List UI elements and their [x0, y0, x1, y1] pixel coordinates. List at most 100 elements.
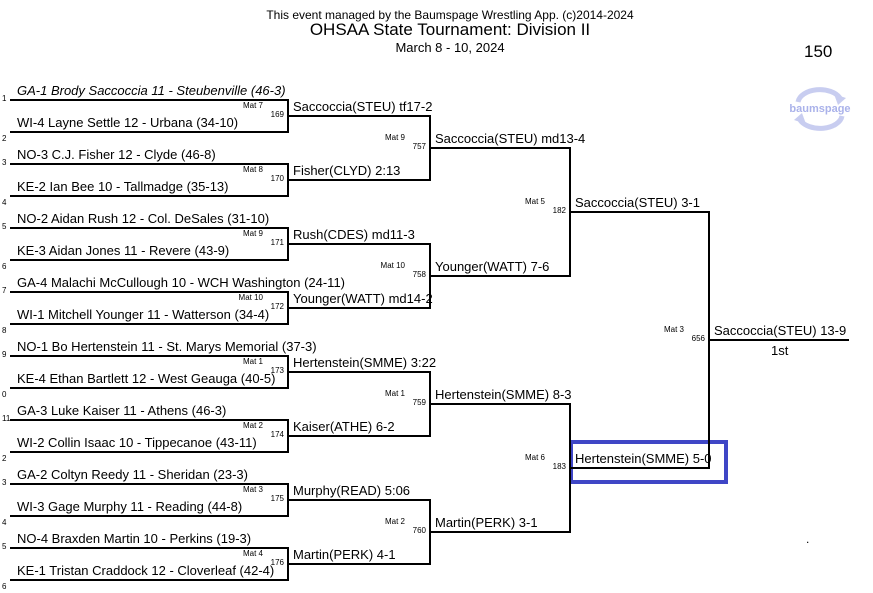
bout-number: 169	[270, 110, 284, 119]
mat-label: Mat 9	[384, 133, 405, 142]
seed-number: 3	[2, 478, 7, 487]
mat-label: Mat 1	[242, 357, 263, 366]
mat-label: Mat 9	[242, 229, 263, 238]
bracket-line	[430, 147, 571, 149]
bout-number: 170	[270, 174, 284, 183]
tournament-dates: March 8 - 10, 2024	[395, 40, 505, 55]
wrestler-entry[interactable]: GA-4 Malachi McCullough 10 - WCH Washing…	[17, 275, 346, 290]
seed-number: 8	[2, 326, 7, 335]
bracket-line	[288, 243, 431, 245]
bracket-line	[288, 179, 431, 181]
bout-number: 183	[552, 462, 566, 471]
match-result[interactable]: Murphy(READ) 5:06	[293, 483, 411, 498]
wrestler-entry[interactable]: NO-2 Aidan Rush 12 - Col. DeSales (31-10…	[17, 211, 270, 226]
wrestler-entry[interactable]: WI-1 Mitchell Younger 11 - Watterson (34…	[17, 307, 270, 322]
seed-number: 2	[2, 134, 7, 143]
bracket-line	[10, 259, 289, 261]
seed-number: 3	[2, 158, 7, 167]
seed-number: 4	[2, 198, 7, 207]
logo-text: baumspage	[789, 103, 850, 115]
match-result[interactable]: Saccoccia(STEU) 3-1	[575, 195, 700, 210]
seed-number: 6	[2, 262, 7, 271]
mat-label: Mat 5	[524, 197, 545, 206]
mat-label: Mat 6	[524, 453, 545, 462]
wrestler-entry[interactable]: GA-3 Luke Kaiser 11 - Athens (46-3)	[17, 403, 227, 418]
match-result[interactable]: Fisher(CLYD) 2:13	[293, 163, 401, 178]
seed-number: 9	[2, 350, 7, 359]
wrestler-entry[interactable]: NO-3 C.J. Fisher 12 - Clyde (46-8)	[17, 147, 216, 162]
match-result[interactable]: Kaiser(ATHE) 6-2	[293, 419, 395, 434]
match-result[interactable]: Martin(PERK) 3-1	[435, 515, 538, 530]
wrestler-entry[interactable]: KE-3 Aidan Jones 11 - Revere (43-9)	[17, 243, 230, 258]
bout-number: 174	[270, 430, 284, 439]
bracket-line	[10, 451, 289, 453]
wrestler-entry[interactable]: KE-1 Tristan Craddock 12 - Cloverleaf (4…	[17, 563, 275, 578]
mat-label: Mat 4	[242, 549, 263, 558]
wrestler-entry[interactable]: GA-1 Brody Saccoccia 11 - Steubenville (…	[17, 83, 286, 98]
bracket-line	[10, 291, 289, 293]
wrestler-entry[interactable]: WI-3 Gage Murphy 11 - Reading (44-8)	[17, 499, 243, 514]
baumspage-logo-icon: baumspage	[789, 87, 851, 131]
mat-label: Mat 1	[384, 389, 405, 398]
bracket-line	[10, 483, 289, 485]
bout-number: 182	[552, 206, 566, 215]
match-result[interactable]: Hertenstein(SMME) 5-0	[575, 451, 712, 466]
seed-number: 5	[2, 542, 7, 551]
wrestler-entry[interactable]: WI-2 Collin Isaac 10 - Tippecanoe (43-11…	[17, 435, 257, 450]
bout-number: 171	[270, 238, 284, 247]
bracket-line	[10, 99, 289, 101]
bracket-line	[430, 275, 571, 277]
bout-number: 173	[270, 366, 284, 375]
seed-number: 7	[2, 286, 7, 295]
wrestler-entry[interactable]: NO-4 Braxden Martin 10 - Perkins (19-3)	[17, 531, 252, 546]
mat-label: Mat 2	[242, 421, 263, 430]
seed-number: 4	[2, 518, 7, 527]
match-result[interactable]: Hertenstein(SMME) 3:22	[293, 355, 437, 370]
bracket-line	[288, 115, 431, 117]
wrestler-entry[interactable]: KE-4 Ethan Bartlett 12 - West Geauga (40…	[17, 371, 276, 386]
bracket-line	[570, 467, 710, 469]
bout-number: 656	[691, 334, 705, 343]
match-result[interactable]: Saccoccia(STEU) tf17-2	[293, 99, 433, 114]
bracket-line	[570, 211, 710, 213]
seed-number: 5	[2, 222, 7, 231]
weight-class: 150	[804, 42, 833, 61]
bracket-line	[10, 163, 289, 165]
wrestler-entry[interactable]: NO-1 Bo Hertenstein 11 - St. Marys Memor…	[17, 339, 317, 354]
bracket-line	[10, 195, 289, 197]
bracket-line	[10, 419, 289, 421]
bracket-line	[10, 387, 289, 389]
bracket-line	[288, 435, 431, 437]
seed-number: 1	[2, 94, 7, 103]
bracket-line	[10, 515, 289, 517]
mat-label: Mat 10	[380, 261, 405, 270]
match-result[interactable]: Saccoccia(STEU) md13-4	[435, 131, 586, 146]
match-result[interactable]: Younger(WATT) md14-2	[293, 291, 433, 306]
bout-number: 176	[270, 558, 284, 567]
tournament-title: OHSAA State Tournament: Division II	[309, 20, 591, 39]
bracket-line	[10, 579, 289, 581]
match-result[interactable]: Saccoccia(STEU) 13-9	[714, 323, 847, 338]
selected-match-highlight[interactable]	[569, 440, 728, 484]
managed-by-notice: This event managed by the Baumspage Wres…	[266, 8, 634, 22]
bracket-line	[709, 339, 849, 341]
match-result[interactable]: Younger(WATT) 7-6	[435, 259, 550, 274]
bracket-line	[288, 563, 431, 565]
bout-number: 175	[270, 494, 284, 503]
mat-label: Mat 3	[663, 325, 684, 334]
bracket-line	[10, 355, 289, 357]
bracket-line	[10, 547, 289, 549]
mat-label: Mat 3	[242, 485, 263, 494]
bout-number: 759	[412, 398, 426, 407]
bout-number: 172	[270, 302, 284, 311]
match-result[interactable]: Rush(CDES) md11-3	[293, 227, 415, 242]
match-result[interactable]: Martin(PERK) 4-1	[293, 547, 396, 562]
placement-label: 1st	[771, 343, 789, 358]
wrestler-entry[interactable]: KE-2 Ian Bee 10 - Tallmadge (35-13)	[17, 179, 229, 194]
seed-number: 11	[2, 414, 11, 423]
bracket-line	[288, 499, 431, 501]
match-result[interactable]: Hertenstein(SMME) 8-3	[435, 387, 572, 402]
wrestler-entry[interactable]: GA-2 Coltyn Reedy 11 - Sheridan (23-3)	[17, 467, 248, 482]
wrestler-entry[interactable]: WI-4 Layne Settle 12 - Urbana (34-10)	[17, 115, 239, 130]
mat-label: Mat 10	[238, 293, 263, 302]
